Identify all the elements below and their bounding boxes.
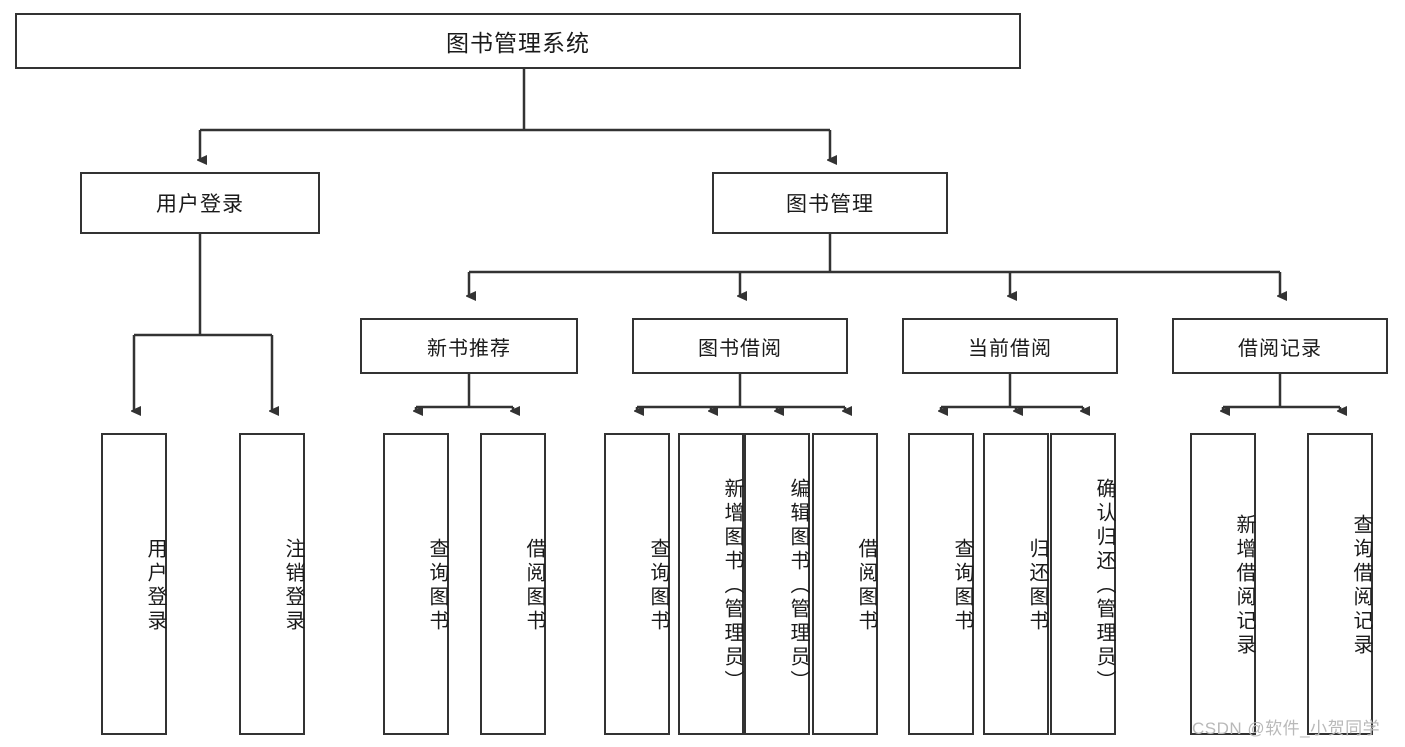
leaf-node-label: 用户登录 (144, 538, 166, 634)
leaf-node-label: 查询图书 (951, 538, 973, 634)
leaf-node[interactable]: 查询图书 (383, 433, 449, 735)
leaf-node-label: 确认归还（管理员） (1093, 478, 1115, 694)
leaf-node-label: 编辑图书（管理员） (787, 478, 809, 694)
csdn-watermark: CSDN @软件_小贺同学 (1192, 719, 1381, 738)
leaf-node-label: 查询借阅记录 (1350, 514, 1372, 658)
node-book-management-label: 图书管理 (786, 193, 874, 216)
leaf-node[interactable]: 用户登录 (101, 433, 167, 735)
leaf-node-label: 注销登录 (282, 538, 304, 634)
leaf-node-label: 借阅图书 (523, 538, 545, 634)
node-new-book-recommendation-label: 新书推荐 (427, 337, 511, 360)
node-borrowing-records[interactable]: 借阅记录 (1172, 318, 1388, 374)
leaf-node[interactable]: 查询借阅记录 (1307, 433, 1373, 735)
node-user-login[interactable]: 用户登录 (80, 172, 320, 234)
leaf-node[interactable]: 查询图书 (604, 433, 670, 735)
leaf-node-label: 借阅图书 (855, 538, 877, 634)
leaf-node[interactable]: 注销登录 (239, 433, 305, 735)
leaf-node[interactable]: 借阅图书 (812, 433, 878, 735)
leaf-node-label: 归还图书 (1026, 538, 1048, 634)
node-new-book-recommendation[interactable]: 新书推荐 (360, 318, 578, 374)
node-current-borrowing-label: 当前借阅 (968, 337, 1052, 360)
leaf-node[interactable]: 编辑图书（管理员） (744, 433, 810, 735)
node-book-borrowing[interactable]: 图书借阅 (632, 318, 848, 374)
leaf-node[interactable]: 新增图书（管理员） (678, 433, 744, 735)
leaf-node[interactable]: 确认归还（管理员） (1050, 433, 1116, 735)
node-book-borrowing-label: 图书借阅 (698, 337, 782, 360)
node-root-label: 图书管理系统 (446, 30, 590, 56)
node-root-system[interactable]: 图书管理系统 (15, 13, 1021, 69)
leaf-node-label: 查询图书 (647, 538, 669, 634)
leaf-node[interactable]: 归还图书 (983, 433, 1049, 735)
leaf-node[interactable]: 借阅图书 (480, 433, 546, 735)
node-current-borrowing[interactable]: 当前借阅 (902, 318, 1118, 374)
leaf-node-label: 查询图书 (426, 538, 448, 634)
leaf-node[interactable]: 查询图书 (908, 433, 974, 735)
node-user-login-label: 用户登录 (156, 193, 244, 216)
leaf-node-label: 新增借阅记录 (1233, 514, 1255, 658)
leaf-node-label: 新增图书（管理员） (721, 478, 743, 694)
node-borrowing-records-label: 借阅记录 (1238, 337, 1322, 360)
leaf-node[interactable]: 新增借阅记录 (1190, 433, 1256, 735)
node-book-management[interactable]: 图书管理 (712, 172, 948, 234)
